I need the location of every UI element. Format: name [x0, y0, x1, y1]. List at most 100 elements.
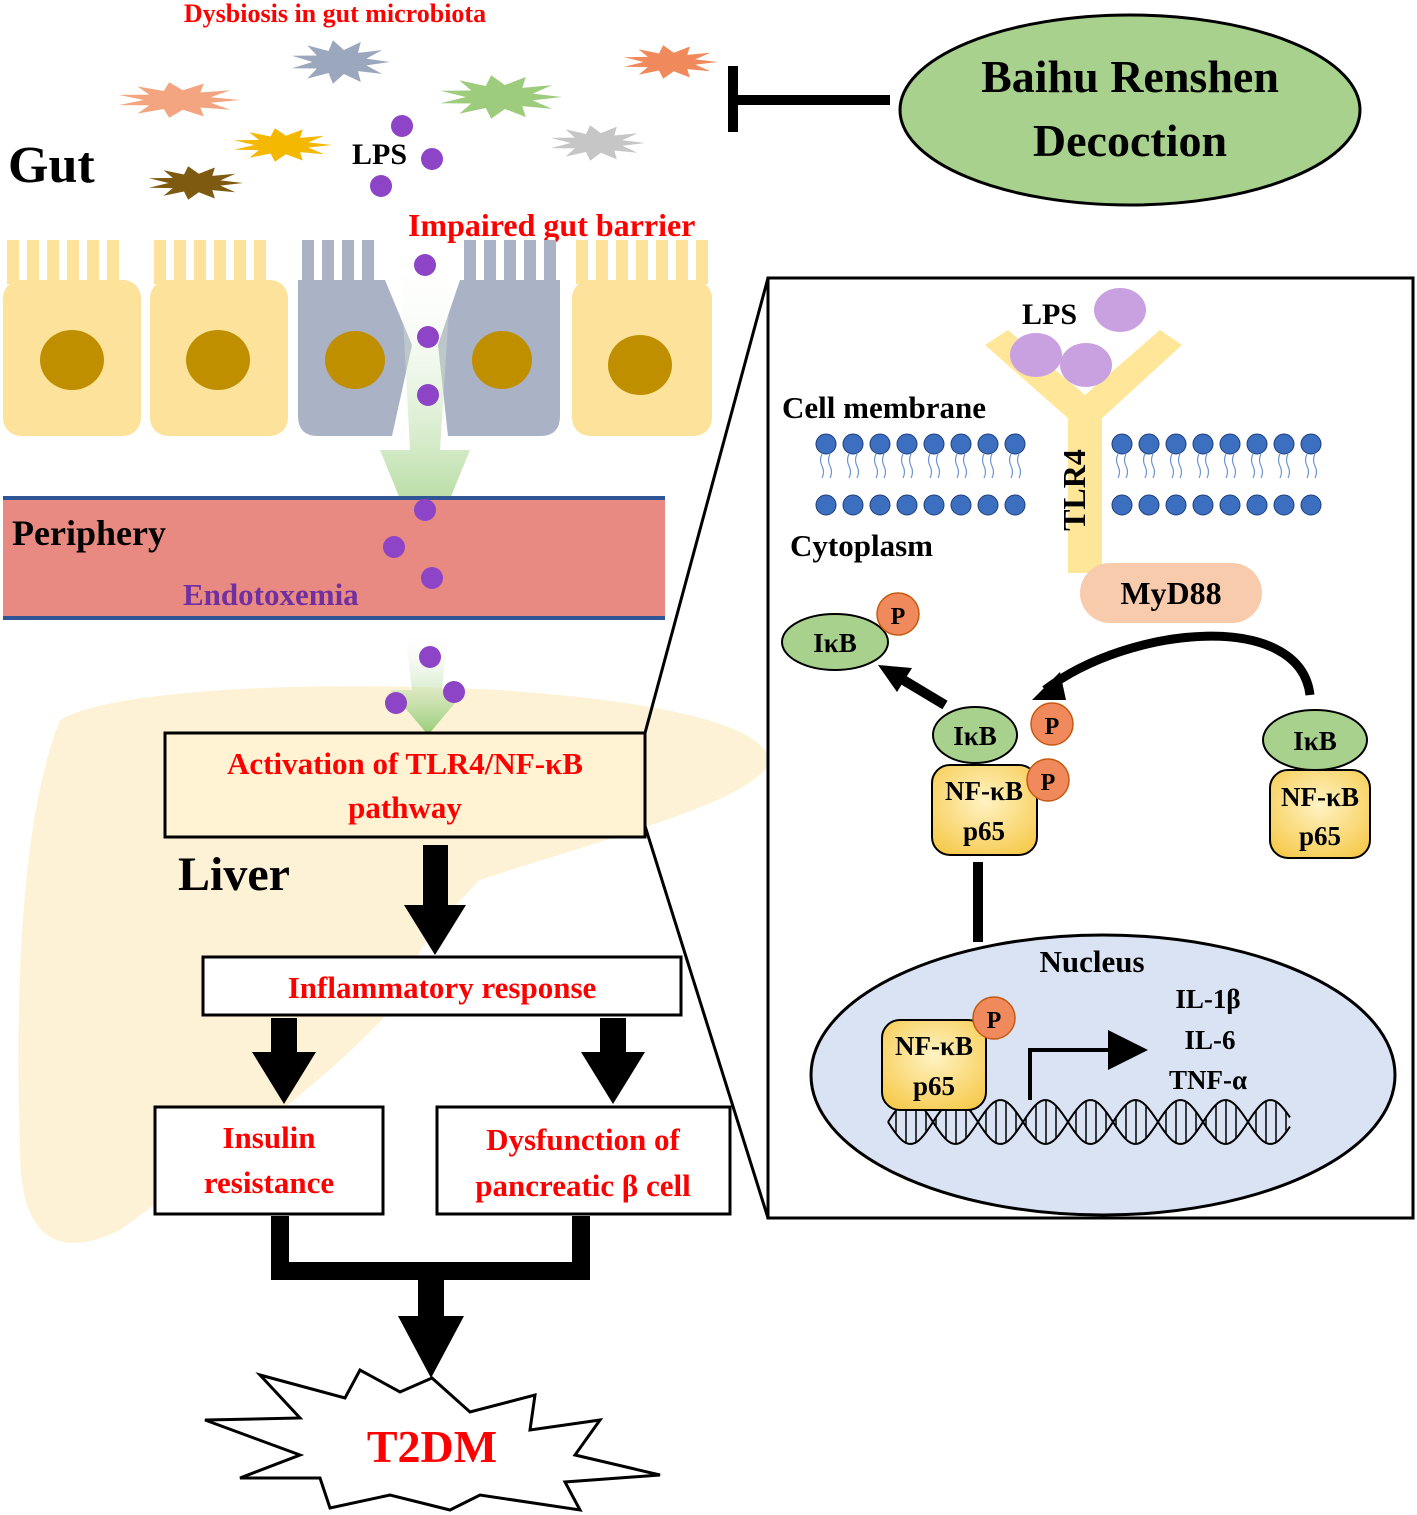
treatment-line1: Baihu Renshen: [981, 51, 1279, 102]
treatment-line2: Decoction: [1033, 115, 1227, 166]
activation-line2: pathway: [348, 790, 462, 825]
lps-dot: [391, 115, 413, 137]
treatment-ellipse: [898, 13, 1362, 207]
cell-nucleus: [40, 330, 104, 390]
bacterium: [550, 125, 645, 161]
lps-dot: [421, 567, 443, 589]
lps-dot: [417, 326, 439, 348]
cytokine-il1b: IL-1β: [1175, 984, 1240, 1014]
cytokine-il6: IL-6: [1184, 1025, 1235, 1055]
lps-dot: [414, 254, 436, 276]
lps-particle: [1010, 333, 1062, 377]
cell-membrane: [815, 433, 1322, 516]
myd88: [1080, 563, 1262, 623]
phosphorylation-arrow: [1042, 631, 1315, 696]
leak-arrow: [380, 262, 470, 560]
bacterium: [440, 75, 562, 119]
bacterium: [118, 82, 240, 118]
phospho-p: [1030, 702, 1074, 746]
bacteria-group: [118, 40, 718, 200]
release-arrowhead: [878, 665, 912, 692]
ikb-bound-inactive-label: IκB: [1293, 726, 1337, 756]
periphery-band: [3, 498, 665, 618]
transcription-arrow: [1028, 1030, 1148, 1100]
inflammatory-box: [201, 955, 683, 1017]
periphery-label: Periphery: [12, 513, 166, 553]
lps-dot: [385, 692, 407, 714]
cell-nucleus: [472, 331, 532, 389]
p65-inactive-label: p65: [1299, 821, 1341, 851]
ikb-bound-active: [932, 706, 1018, 764]
phospho-p: [1026, 758, 1070, 802]
zoom-line-top: [643, 277, 770, 734]
insulin-line2: resistance: [204, 1165, 334, 1200]
lps-dot: [370, 175, 392, 197]
translocation-line: [973, 862, 983, 942]
activation-box: [163, 731, 647, 839]
phospho-p-label: P: [987, 1008, 1002, 1034]
dysbiosis-label: Dysbiosis in gut microbiota: [184, 0, 486, 28]
p65-active-label: p65: [963, 816, 1005, 846]
bacterium: [148, 166, 243, 200]
nfkb-inactive-label: NF-κB: [1281, 782, 1359, 812]
nfkb-nuclear-label: NF-κB: [895, 1031, 973, 1061]
nucleus-label: Nucleus: [1039, 944, 1144, 979]
ikb-released-label: IκB: [813, 628, 857, 658]
lps-dot: [417, 384, 439, 406]
phospho-p-label: P: [891, 604, 906, 630]
down-arrow: [252, 1018, 316, 1104]
phosphorylation-arrowhead: [1032, 672, 1066, 700]
dysfunction-line1: Dysfunction of: [486, 1122, 680, 1157]
phospho-p: [876, 592, 920, 636]
ikb-bound-active-label: IκB: [953, 721, 997, 751]
bacterium: [292, 40, 390, 84]
lps-dot: [421, 148, 443, 170]
endotoxemia-label: Endotoxemia: [183, 577, 359, 612]
zoom-line-bottom: [643, 825, 770, 1219]
lps-dot: [419, 646, 441, 668]
liver-label: Liver: [178, 848, 290, 901]
ikb-released: [781, 613, 889, 671]
t2dm-label: T2DM: [367, 1421, 497, 1472]
cytokine-tnfa: TNF-α: [1169, 1065, 1247, 1095]
lps-dot: [383, 536, 405, 558]
pathway-lps-label: LPS: [1022, 298, 1077, 331]
dysfunction-box: [435, 1105, 732, 1216]
nfkb-active-label: NF-κB: [945, 776, 1023, 806]
insulin-line1: Insulin: [222, 1120, 315, 1155]
microvilli: [7, 240, 708, 284]
gut-lps-label: LPS: [352, 138, 407, 171]
p65-nuclear-label: p65: [913, 1071, 955, 1101]
epithelium: [3, 280, 712, 436]
myd88-label: MyD88: [1120, 575, 1221, 611]
inhibition-symbol: [728, 66, 890, 132]
membrane-label: Cell membrane: [782, 390, 986, 425]
lps-particle: [1094, 288, 1146, 332]
t2dm-burst: [204, 1367, 661, 1512]
down-arrow: [581, 1018, 645, 1104]
lps-dot: [443, 681, 465, 703]
cell-nucleus: [325, 331, 385, 389]
down-arrow: [404, 845, 466, 955]
cell-nucleus: [608, 335, 672, 395]
nucleus: [809, 933, 1397, 1217]
phospho-p-label: P: [1045, 714, 1060, 740]
insulin-box: [153, 1105, 385, 1216]
leak-arrow-lower: [390, 632, 466, 735]
dysfunction-line2: pancreatic β cell: [475, 1168, 691, 1203]
tlr4-label: TLR4: [1056, 449, 1092, 531]
activation-line1: Activation of TLR4/NF-κB: [227, 746, 583, 781]
gut-title: Gut: [8, 137, 95, 194]
cytoplasm-label: Cytoplasm: [790, 528, 933, 563]
inflammatory-label: Inflammatory response: [288, 970, 597, 1005]
cell-nucleus: [186, 330, 250, 390]
nfkb-complex-active: [931, 764, 1038, 856]
merge-connector: [271, 1216, 590, 1378]
impaired-barrier-label: Impaired gut barrier: [408, 207, 695, 243]
phospho-p: [972, 996, 1016, 1040]
lps-particle: [1060, 343, 1112, 387]
bacterium: [623, 45, 718, 79]
lps-dot: [414, 499, 436, 521]
ikb-bound-inactive: [1262, 709, 1368, 771]
